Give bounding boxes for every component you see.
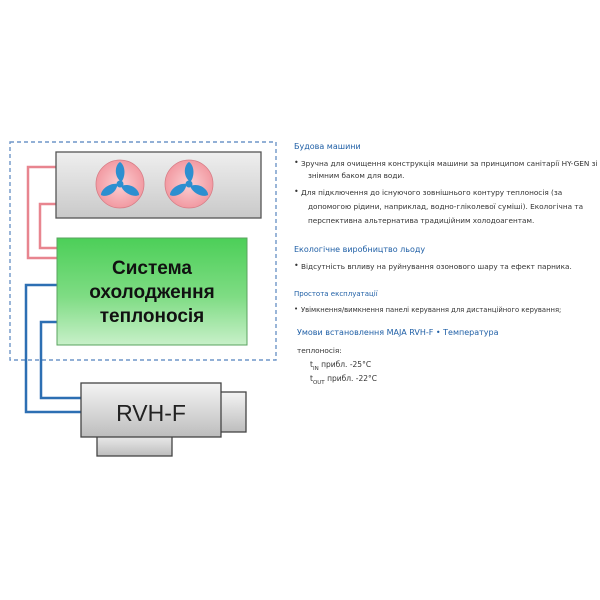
temp-in-value: прибл. -25°C [321, 360, 372, 369]
bullet-dot: • [294, 261, 299, 270]
system-boundary-dashed [9, 141, 277, 361]
fan-icon [164, 159, 214, 209]
coolant-system-label-line3: теплоносія [100, 306, 205, 327]
unit-body [80, 382, 222, 438]
section-title-operation: Простота експлуатації [294, 290, 378, 298]
install-title: Умови встановлення MAJA RVH-F • Температ… [297, 328, 499, 337]
red-return-pipes [26, 165, 57, 260]
bullet-text: допомогою рідини, наприклад, водно-гліко… [308, 202, 584, 211]
bullet-text: знімним баком для води. [308, 171, 405, 180]
coolant-system-label-line2: охолодження [89, 282, 214, 303]
bullet-text: Відсутність впливу на руйнування озоново… [301, 262, 572, 271]
fan-housing [55, 151, 262, 219]
bullet-dot: • [294, 187, 299, 196]
temp-symbol: t [310, 360, 313, 369]
install-subtitle: теплоносія: [297, 346, 342, 355]
section-title-construction: Будова машини [294, 142, 361, 151]
rvh-f-unit: RVH-F [80, 382, 247, 457]
blue-supply-pipes [24, 283, 81, 414]
temp-out-sub: OUT [312, 380, 325, 386]
temp-out-row: tOUT прибл. -22°C [310, 374, 377, 386]
temp-symbol: t [310, 374, 313, 383]
bullet-text: перспективна альтернатива традиційним хо… [308, 216, 535, 225]
fan-icon [95, 159, 145, 209]
section-title-ecology: Екологічне виробництво льоду [294, 245, 426, 254]
temp-in-sub: IN [312, 366, 319, 372]
bullet-text: Увімкнення/вимкнення панелі керування дл… [301, 306, 562, 314]
coolant-system-label: Система охолодження теплоносія [89, 258, 214, 327]
bullet-dot: • [294, 158, 299, 167]
coolant-system-label-line1: Система [112, 258, 192, 279]
coolant-system-box [56, 237, 248, 346]
bullet-text: Зручна для очищення конструкція машини з… [301, 159, 598, 168]
temp-in-row: tIN прибл. -25°C [310, 360, 371, 372]
temp-out-value: прибл. -22°C [327, 374, 378, 383]
bullet-text: Для підключення до існуючого зовнішнього… [301, 188, 563, 197]
bullet-dot: • [294, 305, 299, 313]
unit-label: RVH-F [116, 400, 186, 426]
